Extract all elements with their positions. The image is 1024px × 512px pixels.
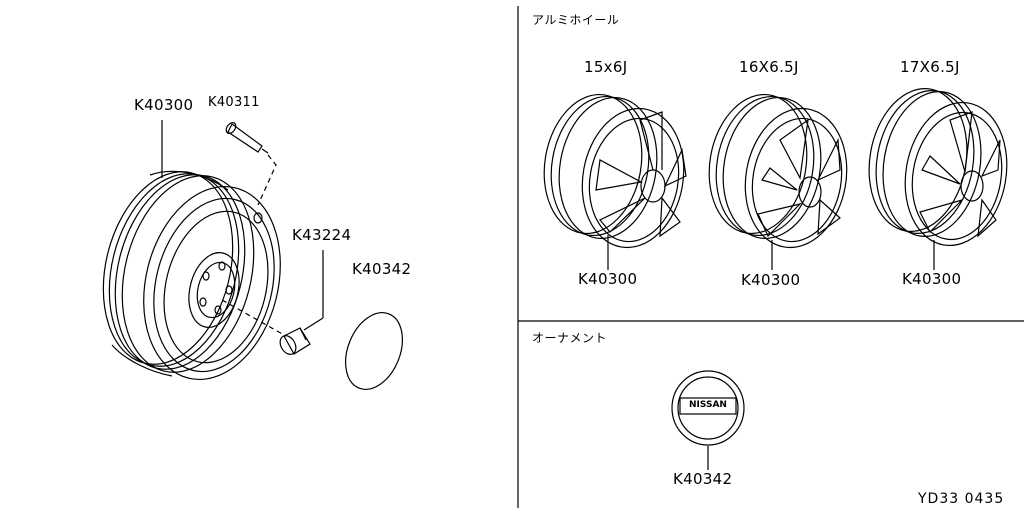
part-label-valve: K40311 [208, 95, 260, 110]
part-label-cap: K40342 [352, 260, 412, 278]
nissan-emblem-drawing [671, 370, 745, 470]
reference-code: YD33 0435 [918, 491, 1005, 507]
valve-stem-drawing [225, 121, 277, 206]
alloy-part-1: K40300 [578, 270, 638, 288]
part-label-nut: K43224 [292, 226, 352, 244]
nissan-logo-text: NISSAN [689, 400, 727, 410]
steel-wheel-drawing [102, 170, 281, 381]
alloy-wheel-heading: アルミホイール [532, 13, 620, 27]
center-cap-drawing [345, 312, 403, 390]
part-label-steel-wheel: K40300 [134, 96, 194, 114]
alloy-wheel-1-drawing [543, 93, 687, 270]
alloy-wheel-2-drawing [708, 93, 848, 270]
alloy-part-3: K40300 [902, 270, 962, 288]
alloy-size-2: 16X6.5J [739, 58, 799, 76]
alloy-part-2: K40300 [741, 271, 801, 289]
alloy-size-1: 15x6J [584, 58, 628, 76]
alloy-wheel-3-drawing [868, 88, 1008, 270]
alloy-size-3: 17X6.5J [900, 58, 960, 76]
ornament-part: K40342 [673, 470, 733, 488]
wheel-nut-drawing [221, 299, 311, 355]
ornament-heading: オーナメント [532, 331, 608, 345]
